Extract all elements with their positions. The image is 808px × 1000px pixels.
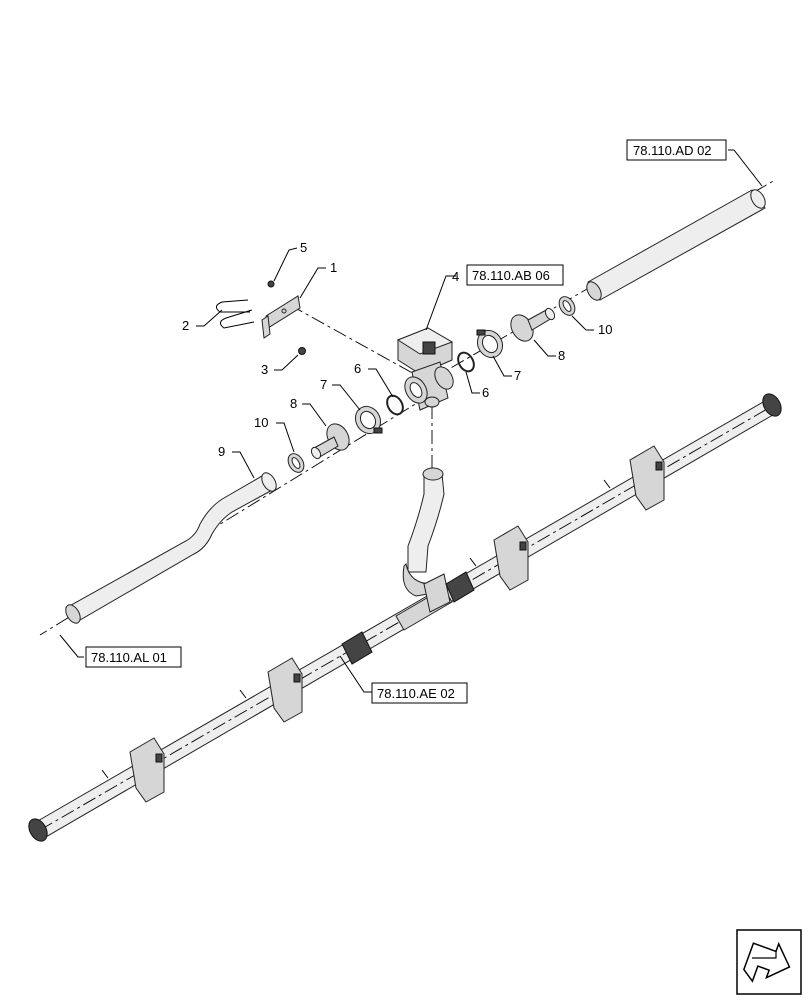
- nut-top: [267, 280, 275, 288]
- reference-box-ab[interactable]: 78.110.AB 06: [466, 264, 564, 286]
- boom-tee-fitting: [395, 573, 453, 631]
- reference-label-al: 78.110.AL 01: [91, 650, 167, 665]
- bent-hose: [65, 472, 277, 624]
- boom-nozzle-stubs: [101, 479, 611, 779]
- reference-box-al[interactable]: 78.110.AL 01: [85, 646, 182, 668]
- boom-end-cap-right: [762, 393, 782, 417]
- callout-3: 3: [261, 362, 268, 377]
- callout-6-right: 6: [482, 385, 489, 400]
- hose-clamp-right: [558, 296, 576, 316]
- next-page-arrow-icon[interactable]: [736, 929, 802, 995]
- leader-lines: [59, 149, 763, 693]
- boom-saddle-3: [267, 657, 303, 723]
- callout-2: 2: [182, 318, 189, 333]
- boom-end-cap-left: [28, 818, 48, 842]
- o-ring-right: [457, 351, 475, 373]
- gasket-clamp-left: [354, 405, 383, 435]
- reference-label-ad: 78.110.AD 02: [633, 143, 712, 158]
- mounting-bracket: [261, 295, 301, 339]
- callout-6-left: 6: [354, 361, 361, 376]
- reference-label-ae: 78.110.AE 02: [377, 686, 455, 701]
- callout-5: 5: [300, 240, 307, 255]
- boom-saddle-4: [129, 737, 165, 803]
- callout-10-right: 10: [598, 322, 612, 337]
- hose-clamp-left: [287, 453, 305, 473]
- hose-barb-fitting-left: [310, 423, 350, 460]
- callout-8-left: 8: [290, 396, 297, 411]
- reference-box-ad[interactable]: 78.110.AD 02: [626, 139, 727, 161]
- reference-label-ab: 78.110.AB 06: [472, 268, 550, 283]
- valve-body: [396, 327, 454, 411]
- callout-7-left: 7: [320, 377, 327, 392]
- callout-9: 9: [218, 444, 225, 459]
- callout-10-left: 10: [254, 415, 268, 430]
- upper-hose-tube: [586, 189, 766, 301]
- boom-saddle-1: [629, 445, 665, 511]
- callout-7-right: 7: [514, 368, 521, 383]
- o-ring-left: [386, 394, 404, 416]
- boom-coupler-right: [445, 571, 475, 603]
- callout-8-right: 8: [558, 348, 565, 363]
- u-bolt: [216, 299, 255, 329]
- nut-bottom: [298, 347, 306, 355]
- hose-barb-fitting-right: [510, 307, 556, 342]
- boom-coupler-left: [341, 631, 373, 665]
- callout-1: 1: [330, 260, 337, 275]
- gasket-clamp-right: [476, 329, 504, 359]
- boom-saddle-2: [493, 525, 529, 591]
- callout-4: 4: [452, 269, 459, 284]
- reference-box-ae[interactable]: 78.110.AE 02: [371, 682, 468, 704]
